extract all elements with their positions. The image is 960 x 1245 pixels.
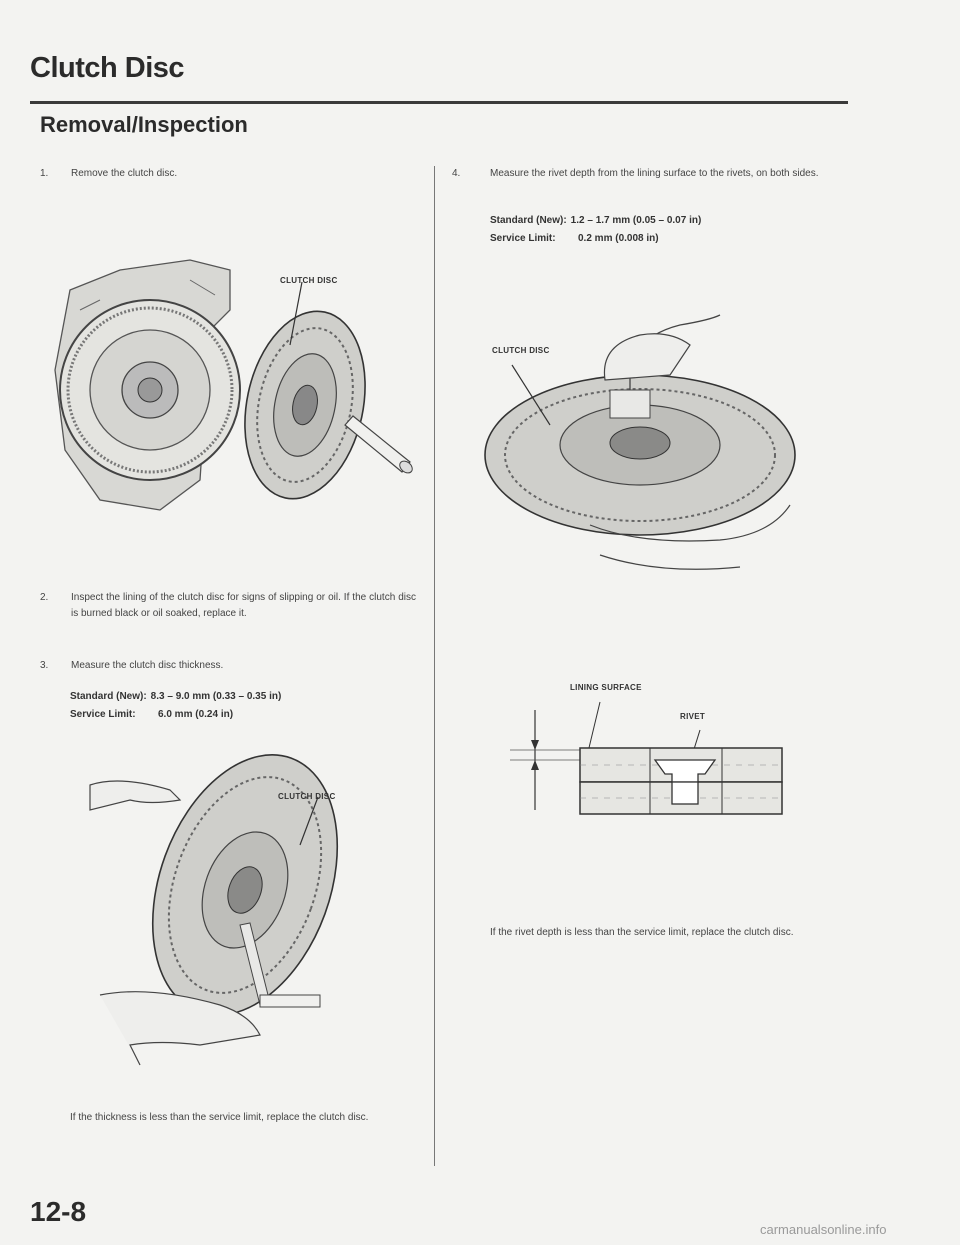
page-title: Clutch Disc xyxy=(30,52,185,84)
step-number: 3. xyxy=(40,660,49,671)
note-thickness: If the thickness is less than the servic… xyxy=(70,1112,369,1123)
title-rule xyxy=(30,101,848,104)
callout-clutch-disc-3: CLUTCH DISC xyxy=(492,346,550,355)
step-text: Inspect the lining of the clutch disc fo… xyxy=(71,592,416,619)
step-text: Measure the clutch disc thickness. xyxy=(71,660,224,671)
footer-watermark: carmanualsonline.info xyxy=(760,1222,887,1237)
step-4: 4. Measure the rivet depth from the lini… xyxy=(452,166,832,202)
spec-service: Service Limit: 6.0 mm (0.24 in) xyxy=(70,706,233,724)
spec-value: 8.3 – 9.0 mm (0.33 – 0.35 in) xyxy=(150,691,282,702)
step-2: 2. Inspect the lining of the clutch disc… xyxy=(40,590,420,640)
step-text: Measure the rivet depth from the lining … xyxy=(490,168,819,179)
step-number: 1. xyxy=(40,168,49,179)
callout-rivet: RIVET xyxy=(680,712,706,721)
spec-value: 1.2 – 1.7 mm (0.05 – 0.07 in) xyxy=(570,215,702,226)
step-number: 2. xyxy=(40,592,49,603)
section-title: Removal/Inspection xyxy=(40,112,248,137)
spec-value: 6.0 mm (0.24 in) xyxy=(158,709,234,720)
page-number: 12-8 xyxy=(30,1196,87,1227)
callout-lining-surface: LINING SURFACE xyxy=(570,683,642,692)
spec-label: Service Limit: xyxy=(490,233,556,244)
callout-clutch-disc-2: CLUTCH DISC xyxy=(278,792,336,801)
step-number: 4. xyxy=(452,168,461,179)
spec-standard-right: Standard (New):1.2 – 1.7 mm (0.05 – 0.07… xyxy=(490,212,701,230)
spec-label: Service Limit: xyxy=(70,709,136,720)
spec-label: Standard (New): xyxy=(70,691,147,702)
step-text: Remove the clutch disc. xyxy=(71,168,178,179)
figure-rivet-section xyxy=(510,701,783,815)
spec-label: Standard (New): xyxy=(490,215,567,226)
column-divider xyxy=(434,166,435,1166)
note-rivet: If the rivet depth is less than the serv… xyxy=(490,927,794,938)
figure-clutch-removal xyxy=(54,259,413,511)
spec-service-right: Service Limit: 0.2 mm (0.008 in) xyxy=(490,230,659,248)
spec-standard: Standard (New):8.3 – 9.0 mm (0.33 – 0.35… xyxy=(70,688,281,706)
step-1: 1. Remove the clutch disc. xyxy=(40,166,420,184)
figure-disc-thickness xyxy=(89,754,339,1066)
callout-clutch-disc-1: CLUTCH DISC xyxy=(280,276,338,285)
spec-value: 0.2 mm (0.008 in) xyxy=(578,233,659,244)
figure-rivet-depth xyxy=(484,314,796,570)
step-3: 3. Measure the clutch disc thickness. xyxy=(40,658,420,676)
